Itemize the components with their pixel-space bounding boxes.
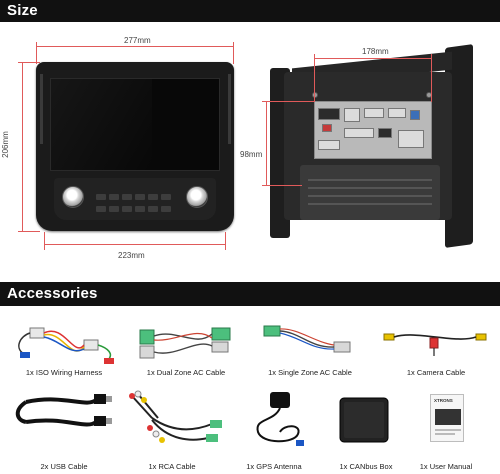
accessory-label: 1x RCA Cable (148, 462, 196, 471)
head-width-line (36, 46, 234, 47)
chassis-height-tick-bottom (262, 185, 302, 186)
accessories-section-header: Accessories (0, 282, 500, 306)
accessory-label: 1x ISO Wiring Harness (25, 368, 103, 377)
size-title: Size (7, 2, 38, 19)
panel-button-row-top (96, 194, 171, 200)
usb-cable-icon (15, 394, 112, 427)
mount-left (40, 74, 43, 144)
accessory-rca-cable: 1x RCA Cable (112, 388, 232, 471)
accessory-user-manual: XTRONS 1x User Manual (392, 388, 500, 471)
gps-antenna-icon (256, 392, 304, 446)
connector-blue (410, 110, 420, 120)
head-unit-screen (50, 78, 220, 171)
chassis-width-label: 178mm (362, 47, 389, 56)
size-section-header: Size (0, 0, 500, 22)
panel-width-line (44, 244, 226, 245)
chassis-width-tick-left (314, 54, 315, 102)
left-knob-icon (62, 186, 84, 208)
screw-icon (312, 92, 318, 98)
head-width-tick-left (36, 42, 37, 64)
head-height-label: 206mm (0, 131, 10, 158)
connector-white-2 (364, 108, 384, 118)
accessory-label: 1x Camera Cable (406, 368, 466, 377)
accessory-canbus-box: 1x CANbus Box (306, 388, 426, 471)
dual-zone-ac-cable-icon (139, 327, 231, 359)
connector-white (344, 108, 360, 122)
connector-white-4 (344, 128, 374, 138)
single-zone-ac-cable-icon (263, 325, 351, 353)
connector-red (322, 124, 332, 132)
accessory-label: 1x Dual Zone AC Cable (146, 368, 226, 377)
accessory-iso-wiring-harness: 1x ISO Wiring Harness (4, 318, 124, 378)
head-height-tick-top (18, 62, 40, 63)
connector-white-5 (318, 140, 340, 150)
chassis-height-line (266, 101, 267, 185)
camera-cable-icon (383, 333, 487, 356)
accessory-usb-cable: 2x USB Cable (4, 388, 124, 471)
manual-brand: XTRONS (434, 398, 453, 403)
head-width-tick-right (233, 42, 234, 64)
chassis-width-tick-right (431, 54, 432, 102)
right-knob-icon (186, 186, 208, 208)
accessory-label: 1x GPS Antenna (246, 462, 302, 471)
chassis-width-line (314, 58, 432, 59)
panel-button-row-bottom (96, 206, 171, 212)
rca-cable-icon (129, 390, 222, 443)
accessory-gps-antenna: 1x GPS Antenna (214, 388, 334, 471)
connector-block (318, 108, 340, 120)
panel-width-tick-right (225, 232, 226, 250)
head-height-line (22, 62, 23, 231)
accessory-label: 1x CANbus Box (339, 462, 393, 471)
panel-width-label: 223mm (118, 251, 145, 260)
connector-white-3 (388, 108, 406, 118)
chassis-height-label: 98mm (240, 150, 263, 159)
canbus-box-icon (339, 397, 389, 443)
iso-wiring-harness-icon (18, 327, 114, 364)
head-width-label: 277mm (124, 36, 151, 45)
connector-black (378, 128, 392, 138)
accessory-dual-zone-ac-cable: 1x Dual Zone AC Cable (126, 318, 246, 378)
chassis-lower-housing (300, 165, 440, 220)
head-height-tick-bottom (18, 231, 40, 232)
accessory-label: 1x Single Zone AC Cable (268, 368, 352, 377)
accessory-label: 2x USB Cable (40, 462, 88, 471)
panel-width-tick-left (44, 232, 45, 250)
mount-right (228, 74, 231, 144)
user-manual-icon: XTRONS (430, 394, 464, 442)
connector-white-6 (398, 130, 424, 148)
accessory-label: 1x User Manual (419, 462, 473, 471)
accessory-camera-cable: 1x Camera Cable (376, 318, 496, 378)
chassis-height-tick-top (262, 101, 314, 102)
accessory-single-zone-ac-cable: 1x Single Zone AC Cable (250, 318, 370, 378)
accessories-title: Accessories (7, 285, 98, 302)
